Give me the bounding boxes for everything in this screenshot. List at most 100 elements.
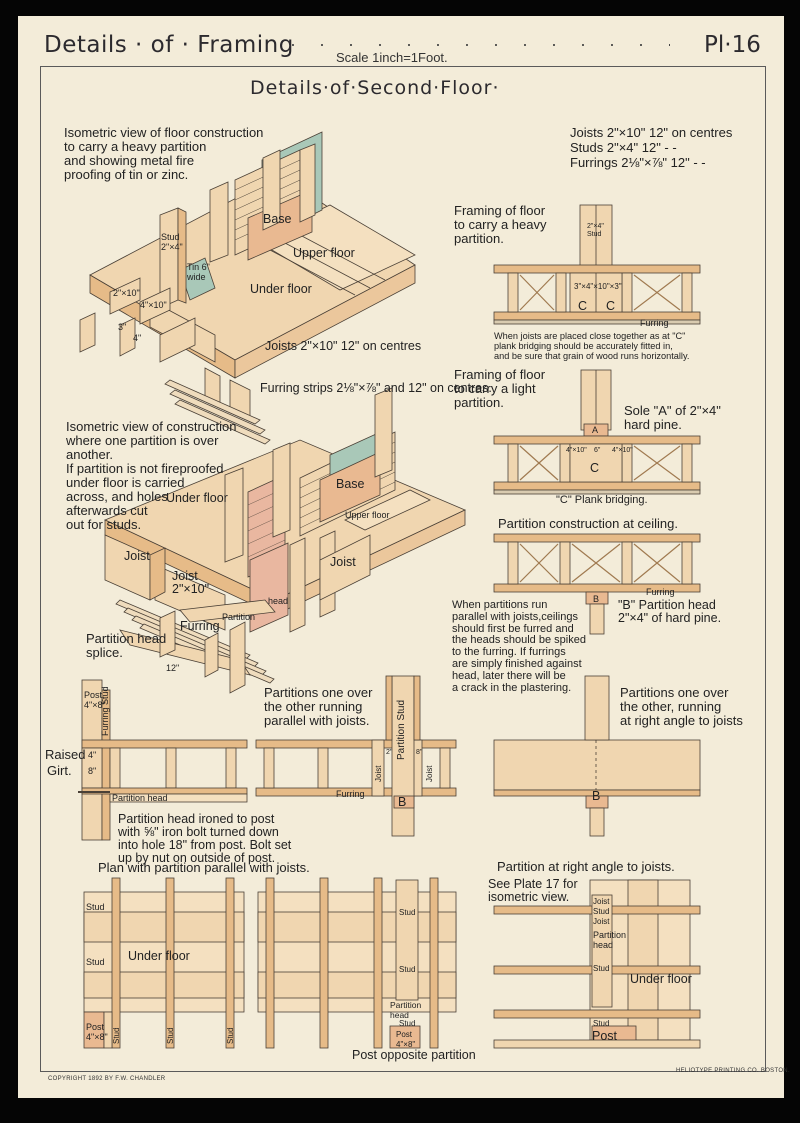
plan-right-joist1: Joist	[593, 897, 610, 906]
plate-title: Details · of · Framing	[44, 32, 294, 58]
left-girt-label: Girt.	[47, 763, 72, 778]
plate-number: Pl·16	[704, 32, 761, 58]
plan-parallel-title: Plan with partition parallel with joists…	[98, 860, 310, 875]
iso1-dim-4x10: 4"×10"	[140, 300, 167, 310]
plate-border	[40, 66, 766, 1072]
copyright-note: COPYRIGHT 1892 BY F.W. CHANDLER	[48, 1076, 166, 1082]
plan-parallel-left	[83, 877, 245, 1049]
iso1-dim-4: 4"	[133, 333, 142, 343]
left-dim-4: 4"	[88, 750, 97, 760]
isometric-heavy-partition	[79, 131, 416, 445]
plan-stud-e: Stud	[226, 1027, 235, 1044]
plan-right-title: Partition at right angle to joists.	[497, 859, 675, 874]
iso1-tin-label: Tin 6" wide	[187, 262, 210, 282]
iso2-splice-label: Partition head splice.	[86, 631, 167, 660]
ceiling-b-note: "B" Partition head 2"×4" of hard pine.	[618, 598, 722, 625]
iso2-joist-label: Joist	[124, 549, 150, 563]
iso1-under-floor-label: Under floor	[250, 282, 312, 296]
iso2-under-floor-label: Under floor	[166, 491, 228, 505]
left-note: Partition head ironed to post with ⅝" ir…	[118, 812, 292, 865]
spec-furrings: Furrings 2⅛"×⅞" 12" - -	[570, 155, 706, 170]
left-partition-head-label: Partition head	[112, 793, 168, 803]
mid-joist-left-label: Joist	[374, 765, 383, 782]
right-title: Partitions one over the other, running a…	[620, 685, 743, 728]
spec-studs: Studs 2"×4" 12" - -	[570, 140, 677, 155]
iso1-base-label: Base	[263, 212, 292, 226]
plan-right-stud2: Stud	[593, 964, 610, 973]
mid-b-label: B	[398, 795, 407, 809]
plan-stud-b: Stud	[86, 957, 105, 967]
plan-right-post: Post	[592, 1029, 618, 1043]
plan-right-under-floor: Under floor	[630, 972, 692, 986]
iso1-furring-label: Furring strips 2⅛"×⅞" and 12" on centres…	[260, 381, 492, 395]
mid-dim-8: 8"	[416, 749, 423, 756]
plan-parallel-right	[257, 877, 457, 1049]
plan-right-joist2: Joist	[593, 917, 610, 926]
iso2-partition-label: Partition	[222, 612, 256, 622]
heavy-c1-label: C	[578, 299, 588, 313]
plan-stud-h: Stud	[399, 1019, 416, 1028]
iso2-joist2-label: Joist 2"×10"	[172, 569, 210, 596]
plan-right-stud1: Stud	[593, 907, 610, 916]
right-b-label: B	[592, 789, 601, 803]
mid-title: Partitions one over the other running pa…	[264, 685, 373, 728]
light-title: Framing of floor to carry a light partit…	[454, 367, 546, 410]
iso2-joist3-label: Joist	[330, 555, 356, 569]
left-post-label: Post 4"×8"	[84, 690, 106, 710]
iso2-caption: Isometric view of construction where one…	[66, 419, 237, 532]
framing-light-partition	[493, 369, 701, 495]
iso2-head-label: head	[268, 596, 289, 606]
plan-stud-a: Stud	[86, 902, 105, 912]
plan-right-see-note: See Plate 17 for isometric view.	[488, 877, 578, 904]
heavy-note: When joists are placed close together as…	[494, 331, 690, 361]
plan-post-label: Post 4"×8"	[86, 1022, 108, 1042]
left-raised-label: Raised	[45, 747, 86, 762]
plan-right-partition-head: Partition head	[593, 930, 627, 950]
ceiling-furring-label: Furring	[646, 587, 675, 597]
heavy-stud-label: 2"×4" Stud	[587, 223, 604, 238]
heavy-title: Framing of floor to carry a heavy partit…	[454, 203, 547, 246]
light-bridging-label: "C" Plank bridging.	[556, 494, 648, 506]
scale-label: Scale 1inch=1Foot.	[336, 50, 448, 65]
heavy-c2-label: C	[606, 299, 616, 313]
plan-stud-c: Stud	[112, 1027, 121, 1044]
iso2-furring-label: Furring	[180, 619, 220, 633]
iso2-base-label: Base	[336, 477, 365, 491]
framing-heavy-partition	[493, 204, 701, 325]
mid-dim-2: 2"	[386, 749, 393, 756]
plan-stud-g: Stud	[399, 965, 416, 974]
left-furring-stud-label: Furring Stud	[100, 686, 110, 736]
plan-under-floor-label: Under floor	[128, 949, 190, 963]
plan-partition-head-label: Partition head	[390, 1000, 422, 1020]
plan-right-angle	[493, 879, 701, 1049]
section-right-angle-joists	[493, 675, 701, 837]
ceiling-b-label: B	[593, 594, 600, 604]
section-title: Details·of·Second·Floor·	[250, 77, 500, 99]
light-right-dim: 4"×10"	[612, 447, 633, 454]
section-raised-girt	[78, 679, 248, 841]
heavy-dims-label: 3"×4"×10"×3"	[574, 282, 622, 291]
light-a-label: A	[592, 425, 599, 435]
iso1-dim-3: 3"	[118, 322, 127, 332]
section-parallel-joists	[255, 675, 457, 837]
printer-note: HELIOTYPE PRINTING CO. BOSTON.	[676, 1068, 790, 1074]
spec-joists: Joists 2"×10" 12" on centres	[570, 125, 733, 140]
plan-stud-d: Stud	[166, 1027, 175, 1044]
partition-at-ceiling	[493, 533, 701, 635]
plan-post-opposite-label: Post opposite partition	[352, 1048, 476, 1062]
iso1-dim-2x10: 2"×10"	[113, 288, 140, 298]
light-mid-dim: 6"	[594, 447, 601, 454]
iso1-caption: Isometric view of floor construction to …	[64, 125, 264, 182]
light-sole-label: Sole "A" of 2"×4" hard pine.	[624, 403, 721, 432]
iso1-stud-label: Stud 2"×4"	[161, 232, 183, 252]
heavy-furring-label: Furring	[640, 318, 669, 328]
light-left-dim: 4"×10"	[566, 447, 587, 454]
plan-post2-label: Post 4"×8"	[396, 1030, 416, 1049]
ceiling-note: When partitions run parallel with joists…	[452, 599, 586, 694]
ceiling-title: Partition construction at ceiling.	[498, 516, 678, 531]
mid-partition-stud-label: Partition Stud	[396, 699, 407, 760]
iso2-twelve-label: 12"	[166, 663, 180, 673]
isometric-partition-over-partition	[104, 387, 466, 694]
mid-furring-label: Furring	[336, 789, 365, 799]
